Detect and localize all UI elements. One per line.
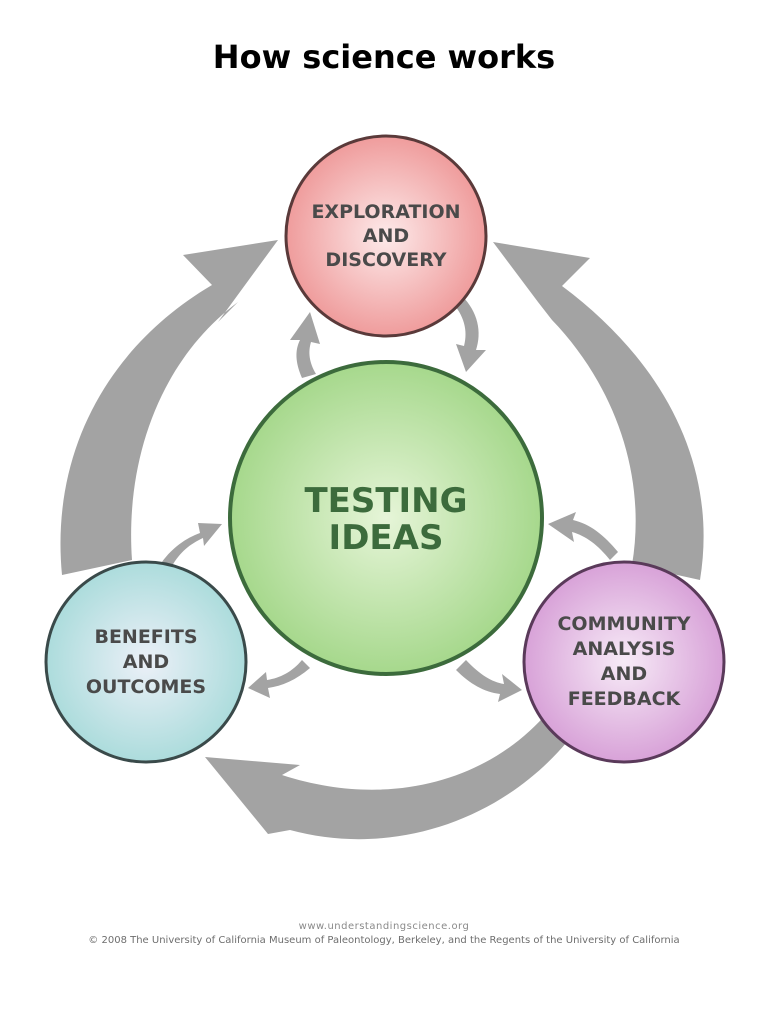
footer-copyright: © 2008 The University of California Muse… xyxy=(88,935,680,946)
inner-feedback-arrows xyxy=(162,296,618,702)
node-exploration-and-discovery: EXPLORATION AND DISCOVERY xyxy=(284,134,488,338)
arrow-exploration-to-community xyxy=(493,242,704,580)
community-label-line-2: ANALYSIS xyxy=(573,638,676,660)
footer-url: www.understandingscience.org xyxy=(298,921,470,932)
testing-label-line-2: IDEAS xyxy=(329,518,444,558)
community-label-line-1: COMMUNITY xyxy=(557,613,690,635)
node-benefits-and-outcomes: BENEFITS AND OUTCOMES xyxy=(44,560,248,764)
arrow-community-to-benefits xyxy=(205,712,585,840)
exploration-label-line-2: AND xyxy=(363,225,409,247)
node-community-analysis-and-feedback: COMMUNITY ANALYSIS AND FEEDBACK xyxy=(522,560,726,764)
benefits-label-line-3: OUTCOMES xyxy=(86,676,206,698)
arrow-testing-to-exploration xyxy=(290,312,320,378)
community-label-line-3: AND xyxy=(601,663,647,685)
outer-cycle-arrows xyxy=(60,240,704,840)
testing-label-line-1: TESTING xyxy=(304,481,467,521)
arrow-community-to-testing xyxy=(548,512,618,560)
exploration-label-line-3: DISCOVERY xyxy=(325,249,446,271)
arrow-testing-to-benefits xyxy=(248,660,310,698)
community-label-line-4: FEEDBACK xyxy=(568,688,682,710)
arrow-benefits-to-exploration xyxy=(60,240,278,575)
exploration-label-line-1: EXPLORATION xyxy=(311,201,460,223)
benefits-label-line-2: AND xyxy=(123,651,169,673)
page-title: How science works xyxy=(212,38,556,76)
arrow-exploration-to-testing xyxy=(452,296,486,372)
benefits-label-line-1: BENEFITS xyxy=(94,626,197,648)
arrow-benefits-to-testing xyxy=(162,523,222,566)
arrow-testing-to-community xyxy=(456,660,522,702)
node-testing-ideas: TESTING IDEAS xyxy=(228,360,544,676)
